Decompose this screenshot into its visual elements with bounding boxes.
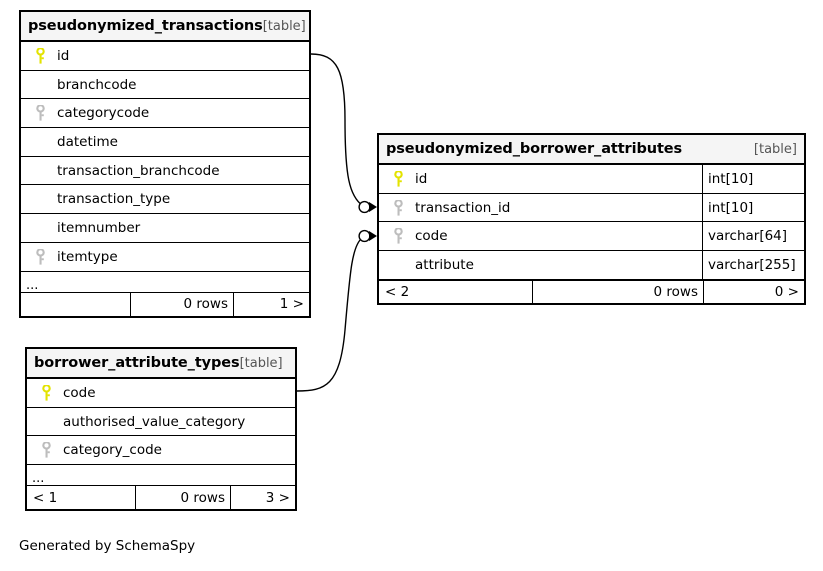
column-name: authorised_value_category [63,413,246,430]
table-borrower-attribute-types[interactable]: borrower_attribute_types [table] code au… [25,347,297,512]
footer-parents-count[interactable]: < 1 [33,489,58,506]
column-cell: authorised_value_category [27,408,295,436]
table-row[interactable]: transaction_type [21,185,309,215]
table-header: borrower_attribute_types [table] [27,349,295,379]
footer-row-count: 0 rows [135,486,230,510]
table-row[interactable]: category_code [27,436,295,466]
column-cell: transaction_id [379,194,702,222]
footer-row-count: 0 rows [130,292,233,316]
more-columns-indicator: ... [21,272,309,293]
column-name: datetime [57,133,118,150]
table-row[interactable]: transaction_id int[10] [379,193,804,223]
more-columns-indicator: ... [27,465,295,487]
table-row[interactable]: categorycode [21,99,309,129]
table-row[interactable]: code varchar[64] [379,222,804,252]
table-row[interactable]: id int[10] [379,165,804,194]
column-name: category_code [63,442,162,459]
table-title: borrower_attribute_types [34,355,240,371]
table-row[interactable]: id [21,42,309,71]
table-row[interactable]: attribute varchar[255] [379,251,804,280]
column-cell: category_code [27,436,295,464]
column-cell: code [27,379,295,407]
footer-parents-count[interactable] [21,293,130,316]
table-footer: < 1 0 rows 3 > [27,486,295,510]
table-row[interactable]: itemnumber [21,214,309,243]
table-pseudonymized-transactions[interactable]: pseudonymized_transactions [table] id br… [19,10,311,318]
column-name: transaction_branchcode [57,162,220,179]
table-kind-label: [table] [753,141,797,157]
foreign-key-icon [28,248,52,265]
column-name: itemtype [57,248,118,265]
cardinality-many-arrow [369,231,377,241]
table-footer: 0 rows 1 > [21,292,309,316]
column-cell: id [379,165,702,193]
table-row[interactable]: branchcode [21,71,309,100]
table-footer: < 2 0 rows 0 > [379,279,804,303]
column-name: transaction_id [415,199,511,216]
table-kind-label: [table] [262,18,306,34]
column-type: int[10] [702,193,804,222]
column-cell: itemnumber [21,214,309,242]
column-type: int[10] [702,165,804,193]
foreign-key-icon [28,105,52,121]
footer-children-count[interactable]: 1 > [233,292,309,316]
column-name: categorycode [57,105,150,122]
table-row[interactable]: code [27,379,295,408]
primary-key-icon [386,170,410,187]
cardinality-zero-marker [358,200,371,214]
table-pseudonymized-borrower-attributes[interactable]: pseudonymized_borrower_attributes [table… [377,133,806,305]
footer-row-count: 0 rows [532,280,703,303]
column-cell: transaction_branchcode [21,157,309,185]
foreign-key-icon [386,228,410,244]
table-row[interactable]: authorised_value_category [27,408,295,437]
column-cell: branchcode [21,71,309,99]
column-cell: transaction_type [21,185,309,213]
column-type: varchar[64] [702,222,804,251]
table-header: pseudonymized_borrower_attributes [table… [379,135,804,165]
column-cell: id [21,42,309,70]
column-name: branchcode [57,76,137,93]
column-cell: attribute [379,251,702,279]
table-header: pseudonymized_transactions [table] [21,12,309,42]
table-title: pseudonymized_borrower_attributes [386,141,683,157]
column-name: id [57,47,70,64]
column-cell: code [379,222,702,250]
foreign-key-icon [34,442,58,458]
table-row[interactable]: datetime [21,128,309,157]
column-cell: datetime [21,128,309,156]
table-row[interactable]: itemtype [21,243,309,272]
footer-children-count[interactable]: 3 > [230,486,295,510]
column-name: attribute [415,256,474,273]
relationship-transactions-id-to-borrower-attributes-transaction-id [310,53,377,214]
primary-key-icon [28,47,52,64]
column-name: code [415,228,448,245]
primary-key-icon [34,384,58,401]
column-name: transaction_type [57,191,171,208]
column-cell: categorycode [21,99,309,127]
footer-parents-count[interactable]: < 2 [385,283,410,300]
table-title: pseudonymized_transactions [28,18,263,34]
column-type: varchar[255] [702,251,804,279]
table-row[interactable]: transaction_branchcode [21,157,309,186]
generated-by-note: Generated by SchemaSpy [19,538,196,554]
column-name: id [415,170,428,187]
cardinality-zero-marker [358,229,371,243]
cardinality-many-arrow [369,202,377,212]
column-name: itemnumber [57,219,141,236]
foreign-key-icon [386,199,410,216]
column-name: code [63,384,96,401]
column-cell: itemtype [21,243,309,271]
table-kind-label: [table] [239,355,283,371]
footer-children-count[interactable]: 0 > [703,280,804,303]
